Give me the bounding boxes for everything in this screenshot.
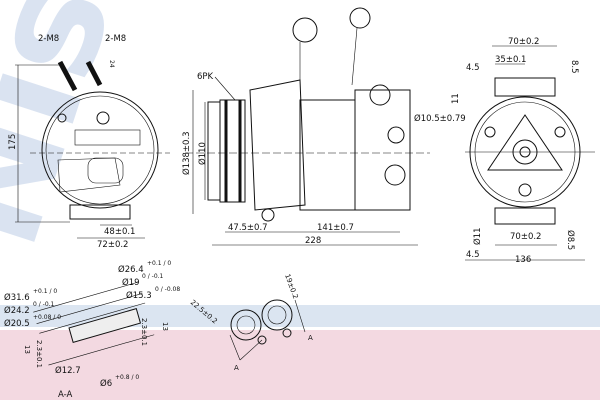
dim-d31-6-tol: +0.1 / 0 <box>33 288 57 295</box>
dim-22-5: 22.5±0.2 <box>189 298 219 325</box>
dim-d12-7: Ø12.7 <box>55 365 81 376</box>
dim-11: 11 <box>451 93 461 104</box>
rear-bot-d8-5: Ø8.5 <box>565 230 576 250</box>
dim-d20-5-tol: +0.08 / 0 <box>33 314 61 321</box>
dim-141: 141±0.7 <box>317 223 354 233</box>
dim-d6: Ø6 <box>100 378 112 389</box>
dim-right-2-3: 2.3±0.1 <box>140 318 148 346</box>
hole-dim: Ø10.5±0.79 <box>414 113 466 124</box>
pink-band <box>0 330 600 400</box>
section-mark-a1: A <box>234 364 239 372</box>
dim-47-5: 47.5±0.7 <box>228 223 268 233</box>
dim-48: 48±0.1 <box>104 227 135 237</box>
pulley-inner-dim: Ø110 <box>197 142 208 165</box>
dim-19: 19±0.2 <box>283 273 299 300</box>
dim-d6-tol: +0.8 / 0 <box>115 374 139 381</box>
rear-bot-70: 70±0.2 <box>510 232 541 242</box>
rear-top-35: 35±0.1 <box>495 55 526 65</box>
rear-width: 136 <box>515 255 531 265</box>
dim-d31-6: Ø31.6 <box>4 292 30 303</box>
dim-d24-2: Ø24.2 <box>4 305 30 316</box>
dim-right-13: 13 <box>161 322 169 331</box>
thread-label-1: 2-M8 <box>38 34 59 44</box>
belt-label: 6PK <box>197 72 214 82</box>
small-dim-24: 24 <box>108 60 115 68</box>
dim-d15-3: Ø15.3 <box>126 290 152 301</box>
rear-view: 70±0.2 35±0.1 4.5 8.5 Ø11 70±0.2 Ø8.5 4.… <box>465 37 595 265</box>
rear-bot-d11: Ø11 <box>472 227 483 245</box>
dim-d15-3-tol: 0 / -0.08 <box>155 286 180 293</box>
section-mark-a2: A <box>308 334 313 342</box>
dim-d20-5: Ø20.5 <box>4 318 30 329</box>
rear-bot-4-5: 4.5 <box>466 250 480 260</box>
rear-top-8-5: 8.5 <box>569 60 579 74</box>
dim-d26-4: Ø26.4 <box>118 264 144 275</box>
dim-d24-2-tol: 0 / -0.1 <box>33 301 55 308</box>
height-dim: 175 <box>8 134 18 150</box>
front-view: 2-M8 2-M8 24 175 48±0.1 72±0.2 <box>8 34 170 250</box>
section-aa: Ø31.6 +0.1 / 0 Ø24.2 0 / -0.1 Ø20.5 +0.0… <box>4 260 180 389</box>
dim-d19-tol: 0 / -0.1 <box>142 273 164 280</box>
thread-label-2: 2-M8 <box>105 34 126 44</box>
dim-72: 72±0.2 <box>97 240 128 250</box>
port-detail: 19±0.2 22.5±0.2 A A <box>189 273 313 372</box>
section-label: A-A <box>58 390 73 400</box>
dim-left-2-3: 2.3±0.1 <box>35 340 43 368</box>
rear-top-4-5: 4.5 <box>466 63 480 73</box>
side-view: 6PK Ø138±0.3 Ø110 47.5±0.7 141±0.7 228 Ø… <box>181 7 466 246</box>
dim-d26-4-tol: +0.1 / 0 <box>147 260 171 267</box>
rear-top-70: 70±0.2 <box>508 37 539 47</box>
dim-left-13: 13 <box>23 345 31 354</box>
length-dim: 228 <box>305 236 321 246</box>
dim-d19: Ø19 <box>122 277 140 288</box>
pulley-outer-dim: Ø138±0.3 <box>181 131 192 175</box>
